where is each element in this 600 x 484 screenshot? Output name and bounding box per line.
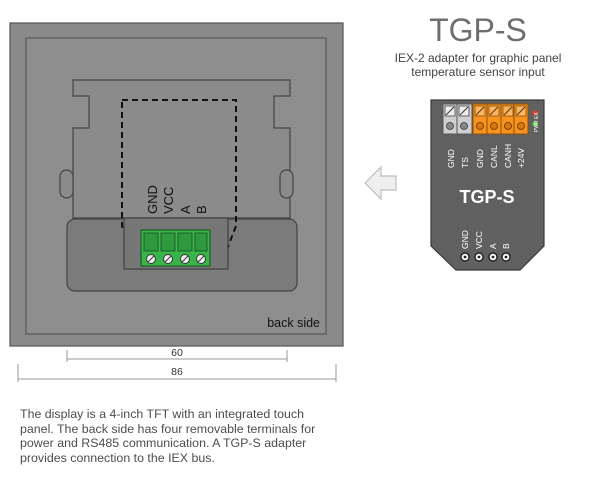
adapter-screw — [474, 105, 486, 117]
adapter-top-label: GND — [475, 149, 485, 168]
adapter-screw — [515, 105, 527, 117]
adapter-bottom-label: GND — [460, 230, 470, 249]
adapter-name: TGP-S — [459, 187, 514, 207]
panel-pin-label-a: A — [178, 205, 193, 214]
adapter-board — [430, 99, 545, 271]
terminal-screw — [163, 254, 173, 264]
mounting-plate — [72, 79, 291, 219]
mounting-slot-right — [279, 169, 294, 199]
terminal-screw — [180, 254, 190, 264]
subtitle-line-2: temperature sensor input — [411, 65, 545, 79]
led-label-ex: EX — [534, 112, 540, 119]
led-red-icon — [532, 110, 538, 116]
panel-pin-label-vcc: VCC — [161, 187, 176, 214]
panel-pin-label-b: B — [194, 205, 209, 214]
dimension-inner-value: 60 — [171, 347, 183, 359]
page-title: TGP-S — [429, 12, 527, 48]
adapter-bottom-pins — [460, 252, 511, 262]
dimension-inner — [66, 350, 288, 362]
adapter-top-label: +24V — [516, 148, 526, 168]
adapter-screw — [502, 105, 514, 117]
panel-pin-label-gnd: GND — [145, 185, 160, 214]
adapter-screw — [458, 105, 470, 117]
led-green-icon — [532, 121, 538, 127]
adapter-top-label: CANL — [489, 145, 499, 168]
adapter-bottom-label: VCC — [474, 231, 484, 249]
adapter-top-label: CANH — [503, 144, 513, 168]
arrow-left-icon — [364, 165, 397, 201]
dimension-outer-value: 86 — [171, 366, 183, 378]
panel-terminal-block — [140, 229, 211, 267]
subtitle-line-1: IEX-2 adapter for graphic panel — [395, 51, 562, 65]
adapter-top-label: GND — [446, 149, 456, 168]
adapter-bottom-label: A — [488, 243, 498, 249]
adapter-screw — [488, 105, 500, 117]
led-label-pwr: PWR — [534, 120, 540, 132]
adapter-screw — [444, 105, 456, 117]
connector-outline — [121, 99, 237, 263]
adapter-bottom-label: B — [501, 243, 511, 249]
mounting-slot-left — [59, 169, 74, 199]
adapter-top-label: TS — [460, 157, 470, 168]
back-side-label: back side — [267, 316, 320, 330]
terminal-screw — [196, 254, 206, 264]
adapter-terminal-block — [442, 103, 529, 135]
dimension-outer — [17, 364, 337, 382]
description-text: The display is a 4-inch TFT with an inte… — [20, 407, 316, 465]
terminal-screw — [146, 254, 156, 264]
